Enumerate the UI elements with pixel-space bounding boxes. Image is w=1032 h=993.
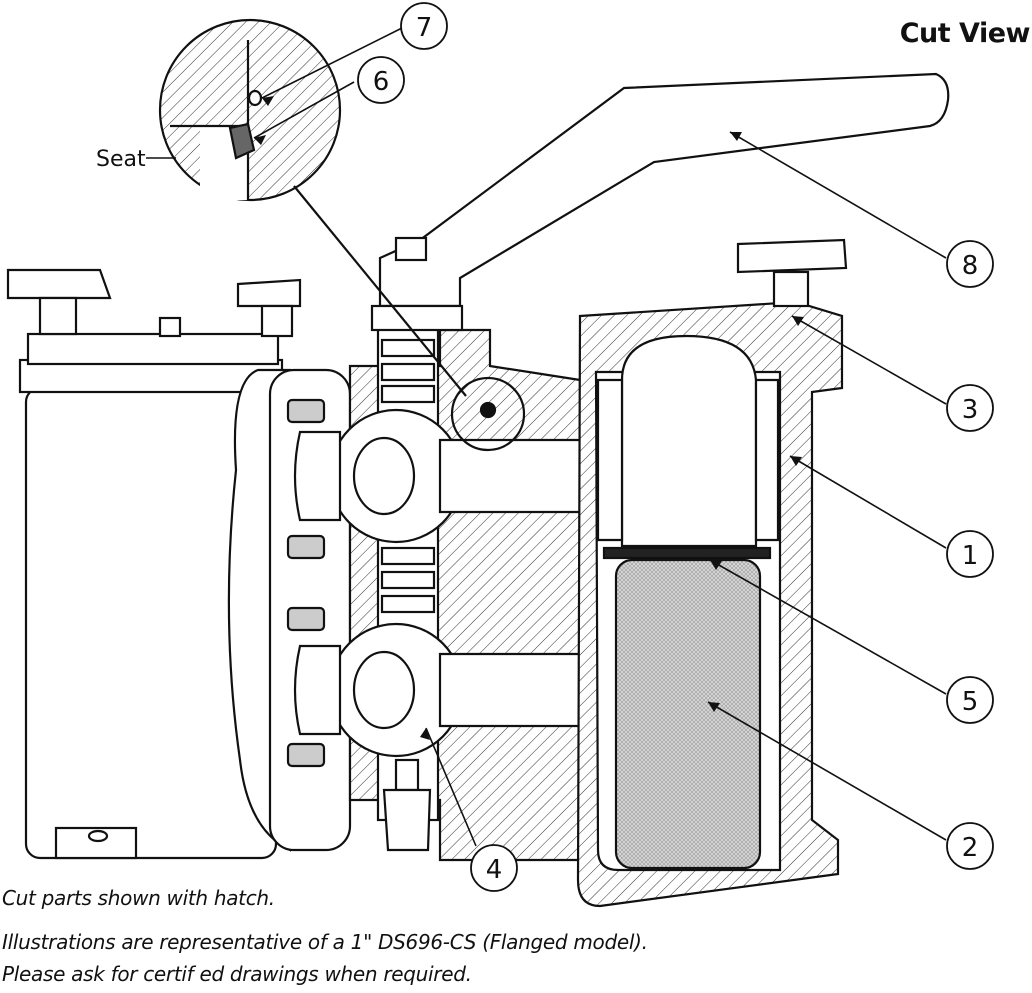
arrowhead	[420, 728, 430, 740]
stem-ring	[380, 594, 436, 614]
handle-hub	[370, 304, 464, 332]
detail-o-ring	[247, 89, 263, 107]
callout-leader-3	[791, 315, 947, 405]
handle-nut	[394, 236, 428, 262]
left-t-handle-b	[236, 278, 302, 308]
left-cover	[26, 332, 280, 366]
screen-basket-mesh	[614, 558, 762, 870]
drain-plug	[382, 788, 432, 852]
drain-stem	[394, 758, 420, 792]
left-t-handle-a-stem	[38, 296, 78, 336]
callout-6: 6	[357, 56, 405, 104]
callout-4-label: 4	[486, 855, 503, 885]
callout-3-label: 3	[962, 395, 979, 425]
lower-seat-ring	[293, 644, 342, 736]
basket-gasket	[602, 546, 772, 560]
caption-hatch-note: Cut parts shown with hatch.	[2, 886, 275, 910]
handle-lever	[378, 72, 950, 308]
callout-4: 4	[470, 844, 518, 892]
arrowhead	[730, 132, 742, 141]
arrowhead	[262, 96, 274, 106]
right-t-handle-stem	[772, 270, 810, 308]
right-strainer-housing	[576, 238, 848, 908]
callout-5-label: 5	[962, 687, 979, 717]
callout-5: 5	[946, 676, 994, 724]
foot-hole	[87, 829, 109, 843]
stem-ring	[380, 338, 436, 358]
callout-1-label: 1	[962, 541, 979, 571]
callout-leader-5	[709, 559, 947, 695]
left-t-handle-b-stem	[260, 304, 294, 338]
basket-dome-handle	[620, 334, 758, 548]
callout-leader-4	[425, 727, 477, 847]
left-housing-flange	[18, 358, 284, 394]
left-t-handle-a	[6, 268, 112, 300]
left-cover-plug	[158, 316, 182, 338]
callout-leader-7	[261, 27, 403, 99]
arrowheads	[254, 96, 804, 740]
callout-7: 7	[400, 2, 448, 50]
caption-drawings-note: Please ask for certif ed drawings when r…	[2, 962, 472, 986]
callout-6-label: 6	[373, 67, 390, 97]
stem-ring	[380, 570, 436, 590]
arrowhead	[710, 560, 722, 570]
callout-8-label: 8	[962, 251, 979, 281]
upper-seat-ring	[293, 430, 342, 522]
arrowhead	[254, 135, 266, 145]
arrowhead	[708, 702, 720, 712]
stem-ring	[380, 362, 436, 382]
arrowhead	[790, 456, 802, 466]
stem-ring	[380, 546, 436, 566]
arrowhead	[792, 316, 804, 326]
callout-bubbles: 7 6 8 3 1 5 2 4	[357, 2, 994, 892]
seat-label: Seat	[96, 147, 146, 172]
valve-handle	[370, 72, 950, 332]
basket-dome-right	[754, 378, 780, 542]
callout-1: 1	[946, 530, 994, 578]
detail-source-dot	[479, 401, 497, 419]
basket-dome-left	[596, 378, 624, 542]
callout-2: 2	[946, 822, 994, 870]
left-strainer-housing	[6, 268, 302, 860]
callout-3: 3	[946, 384, 994, 432]
flange-bolt	[286, 398, 326, 424]
detail-leader	[293, 185, 467, 397]
callout-7-label: 7	[416, 13, 433, 43]
callout-leader-6	[253, 81, 355, 139]
lower-ball-port	[352, 650, 416, 730]
callout-8: 8	[946, 240, 994, 288]
detail-seat-seal	[228, 122, 256, 160]
callout-2-label: 2	[962, 833, 979, 863]
right-t-handle	[736, 238, 848, 274]
flange-bolt	[286, 534, 326, 560]
callout-leader-8	[729, 131, 947, 259]
detail-source-circle	[450, 376, 526, 452]
flange-bolt	[286, 742, 326, 768]
seat-detail-inset	[158, 18, 526, 452]
stem-ring	[380, 384, 436, 404]
upper-ball-port	[352, 436, 416, 516]
callouts	[253, 27, 947, 847]
flange-bolt	[286, 606, 326, 632]
detail-circle	[158, 18, 342, 202]
callout-leader-2	[707, 701, 947, 841]
page-title: Cut View	[899, 18, 1031, 49]
callout-leader-1	[789, 455, 947, 549]
caption-model-note: Illustrations are representative of a 1"…	[2, 930, 648, 954]
